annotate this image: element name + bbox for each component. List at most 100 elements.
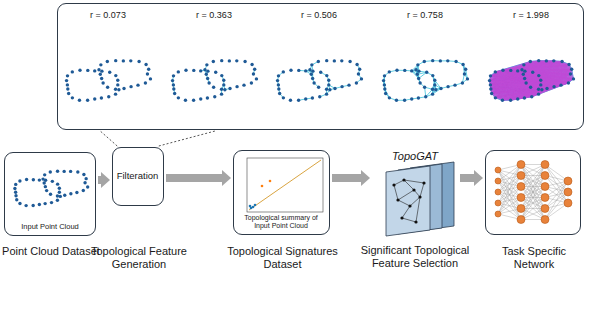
radius-label: r = 0.506 [274,10,364,20]
flow-arrow [460,170,483,186]
cloud-point [289,69,292,72]
cloud-point [545,87,548,90]
input-point-cloud [13,170,89,208]
cloud-point [207,81,210,84]
complex-edge [526,74,570,83]
graph-node [392,183,395,186]
cloud-point [539,79,542,82]
cloud-point [382,79,385,82]
cloud-point [360,77,363,80]
cloud-point [327,83,330,86]
cloud-point [14,191,17,194]
cloud-point [100,77,103,80]
cloud-point [325,74,328,77]
graph-node [400,216,403,219]
cloud-point [494,96,497,99]
cloud-point [13,187,16,190]
cloud-point [59,195,62,198]
cloud-point [388,96,391,99]
graph-edge [398,200,410,206]
filtration-panel: r = 0.073r = 0.363r = 0.506r = 0.758r = … [57,3,584,130]
cloud-point [383,87,386,90]
nn-neuron [517,172,525,180]
cloud-point [540,88,543,91]
cloud-point [205,73,208,76]
cloud-point [114,88,117,91]
graph-node [402,178,405,181]
cloud-point [516,97,519,100]
cloud-point [276,79,279,82]
cloud-point [418,81,421,84]
cloud-point [425,71,428,74]
cloud-point [333,87,336,90]
cloud-point [24,204,27,207]
cloud-point [318,95,321,98]
cloud-point [520,68,523,71]
cloud-point [559,83,562,86]
cloud-point [325,59,328,62]
cloud-point [114,74,117,77]
cloud-point [463,72,466,75]
graph-node [396,198,399,201]
stage-caption: Topological Feature Generation [78,245,200,270]
cloud-point [43,173,46,176]
cloud-point [99,63,102,66]
nn-weight [521,165,545,198]
cloud-point [129,85,132,88]
cloud-point [252,72,255,75]
cloud-point [44,185,47,188]
cloud-point [340,85,343,88]
cloud-point [317,60,320,63]
cloud-point [509,99,512,102]
cloud-point [69,192,72,195]
cloud-point [82,173,85,176]
cloud-point [466,77,469,80]
cloud-point [205,63,208,66]
cloud-point [122,87,125,90]
cloud-point [25,178,28,181]
cloud-point [220,74,223,77]
cloud-point [416,73,419,76]
cloud-point [388,70,391,73]
cloud-point [333,59,336,62]
box-label: Filteration [113,171,162,182]
filtration-box: FilterationTopological Feature Generatio… [112,147,164,206]
cloud-point [14,194,17,197]
cloud-point [416,63,419,66]
cloud-point [348,60,351,63]
stage-caption: Point Cloud Dataset [1,245,101,258]
cloud-point [56,170,59,173]
flow-arrow [98,172,110,188]
cloud-point [509,69,512,72]
cloud-point [114,92,117,95]
radius-label: r = 0.073 [63,10,153,20]
cloud-point [56,199,59,202]
graph-node [422,181,425,184]
cloud-point [14,183,17,186]
nn-neuron [564,188,572,196]
graph-node [408,204,411,207]
cloud-point [192,69,195,72]
cloud-point [552,85,555,88]
persistence-point [254,204,257,207]
cloud-point [522,63,525,66]
cloud-point [177,96,180,99]
cloud-point [310,63,313,66]
cloud-point [489,83,492,86]
cloud-point [147,68,150,71]
network-box: Task Specific Network [485,150,581,235]
cloud-point [146,72,149,75]
cloud-point [192,99,195,102]
cloud-point [250,81,253,84]
cloud-point [311,69,314,72]
cloud-point [531,71,534,74]
cloud-point [357,72,360,75]
cloud-point [453,83,456,86]
cloud-point [106,60,109,63]
cloud-point [423,86,426,89]
cloud-point [431,92,434,95]
cloud-point [38,178,41,181]
nn-neuron [541,194,549,202]
cloud-point [355,63,358,66]
cloud-point [282,96,285,99]
